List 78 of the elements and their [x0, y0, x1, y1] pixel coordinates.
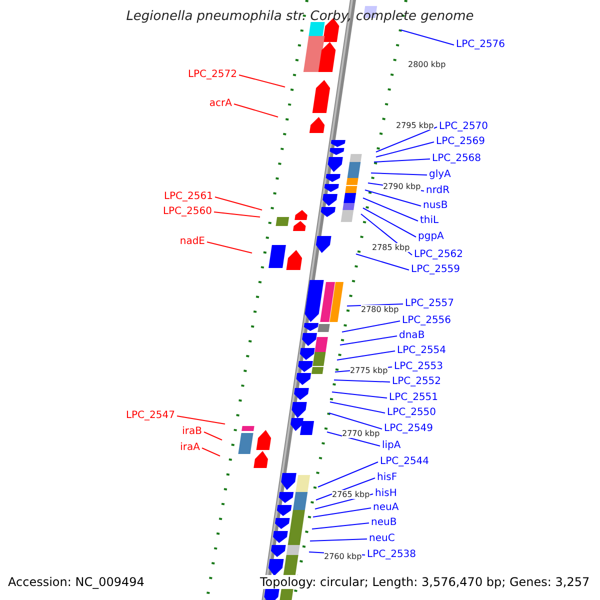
gene-label: LPC_2551	[389, 392, 438, 404]
gene-label: LPC_2569	[436, 136, 486, 148]
gene-label: LPC_2572	[188, 69, 237, 81]
leader-line	[318, 462, 378, 488]
gene-label: nadE	[180, 236, 205, 248]
gene-label: LPC_2552	[392, 376, 442, 388]
leader-line	[340, 336, 398, 346]
leader-line	[346, 304, 404, 306]
leader-line	[312, 508, 372, 518]
gene-label: iraA	[180, 442, 200, 454]
gene-label: thiL	[420, 215, 439, 227]
gene-label: LPC_2547	[126, 410, 175, 422]
leader-line	[374, 158, 430, 162]
gene-label: LPC_2561	[164, 191, 213, 203]
leader-line	[330, 402, 386, 414]
gene-label: LPC_2550	[387, 407, 436, 419]
leader-line	[334, 380, 390, 382]
leader-line	[310, 538, 368, 542]
gene-label: LPC_2559	[411, 264, 460, 276]
gene-label: LPC_2562	[414, 249, 464, 261]
gene-label: acrA	[209, 98, 232, 110]
gene-label: nusB	[423, 200, 448, 212]
leader-line	[356, 254, 410, 270]
leader-line	[376, 126, 438, 152]
gene-label: LPC_2576	[456, 39, 506, 51]
leader-line	[376, 142, 434, 158]
gene-label: hisH	[375, 488, 397, 500]
gene-label: LPC_2570	[439, 121, 488, 133]
title: Legionella pneumophila str. Corby, complete genome	[125, 9, 475, 24]
leader-line	[400, 30, 454, 46]
gene-label: neuB	[371, 517, 397, 529]
gene-label: dnaB	[399, 330, 425, 342]
leader-line	[370, 172, 428, 176]
scale-label: 2790 kbp	[383, 182, 421, 191]
scale-label: 2775 kbp	[350, 366, 388, 375]
gene-label: pgpA	[418, 231, 444, 243]
leader-line	[342, 320, 400, 332]
scale-label: 2795 kbp	[396, 121, 434, 130]
gene-label: LPC_2554	[397, 345, 446, 357]
scale-label: 2800 kbp	[408, 60, 446, 69]
leader-line	[204, 432, 222, 440]
scale-label: 2770 kbp	[342, 429, 380, 438]
gene-label: LPC_2553	[394, 361, 444, 373]
gene-label: lipA	[382, 440, 401, 452]
leader-line	[202, 448, 220, 456]
gene-label: glyA	[429, 169, 451, 181]
gene-label: LPC_2556	[402, 315, 452, 327]
scale-label: 2765 kbp	[332, 490, 370, 499]
gene-label: neuA	[373, 502, 399, 514]
gene-label: nrdR	[426, 185, 450, 197]
leader-line	[362, 198, 418, 222]
accession-text: Accession: NC_009494	[6, 575, 146, 589]
gene-label: LPC_2538	[367, 549, 416, 561]
gene-label: iraB	[182, 426, 202, 438]
leader-line	[206, 242, 252, 254]
leader-line	[328, 412, 382, 430]
leader-line	[214, 196, 262, 210]
leader-line	[326, 432, 380, 446]
gene-label: LPC_2560	[162, 206, 212, 218]
gene-label: neuC	[369, 533, 395, 545]
leader-line	[238, 74, 286, 88]
gene-label: LPC_2544	[380, 456, 430, 468]
topology-text: Topology: circular; Length: 3,576,470 bp; Genes: 3,257	[258, 575, 592, 589]
gene-label: LPC_2568	[432, 153, 482, 165]
leader-line	[312, 522, 370, 530]
gene-label: LPC_2549	[384, 423, 434, 435]
leader-line	[336, 350, 396, 360]
scale-label: 2785 kbp	[372, 243, 410, 252]
leader-line	[214, 212, 260, 218]
scale-label: 2760 kbp	[324, 552, 362, 561]
leader-line	[176, 416, 226, 424]
leader-line	[332, 392, 388, 398]
leader-line	[234, 104, 278, 118]
gene-label: hisF	[377, 472, 398, 484]
gene-label: LPC_2557	[405, 298, 454, 310]
leader-line	[364, 190, 422, 206]
leader-line	[362, 208, 416, 238]
scale-label: 2780 kbp	[361, 305, 399, 314]
